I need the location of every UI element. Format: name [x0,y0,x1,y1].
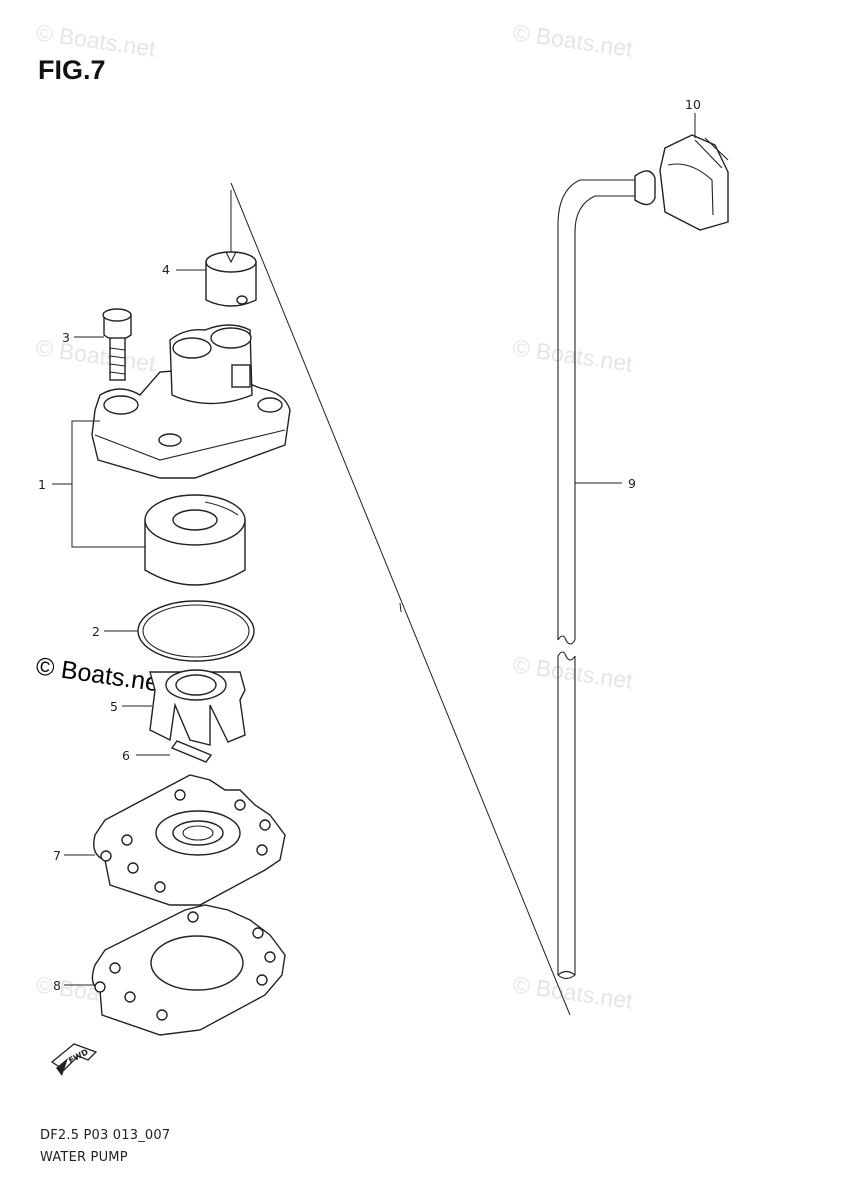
shaft-axis-line [230,182,571,1016]
callout-5: 5 [110,699,118,714]
gasket-icon [64,904,286,1036]
watermark: © Boats.net [511,651,635,694]
pump-case-icon [91,324,291,479]
callout-1: 1 [38,477,46,492]
o-ring-icon [104,600,255,662]
water-tube-icon [557,170,656,980]
collar-icon [205,190,257,307]
callout-9: 9 [628,476,636,491]
callout-8: 8 [53,978,61,993]
watermark: © Boats.net [34,19,158,62]
callout-6: 6 [122,748,130,763]
axis-tick [399,602,402,613]
pump-cup-icon [144,494,246,586]
key-pin-icon [136,740,213,763]
callout-3: 3 [62,330,70,345]
bolt-icon [102,308,132,381]
section-title: WATER PUMP [40,1150,128,1165]
watermark: © Boats.net [511,334,635,377]
fwd-arrow-icon: FWD [50,1043,98,1076]
watermark: © Boats.net [511,971,635,1014]
callout-7: 7 [53,848,61,863]
watermark-strong: © Boats.net [34,652,168,698]
plate-icon [64,774,286,906]
figure-title: FIG.7 [38,55,106,85]
impeller-icon [122,669,246,746]
grommet-icon [659,113,729,231]
callout-4: 4 [162,262,170,277]
model-code: DF2.5 P03 013_007 [40,1128,171,1143]
callout-10: 10 [685,97,701,112]
callout-2: 2 [92,624,100,639]
watermark: © Boats.net [34,334,158,377]
watermark: © Boats.net [511,19,635,62]
